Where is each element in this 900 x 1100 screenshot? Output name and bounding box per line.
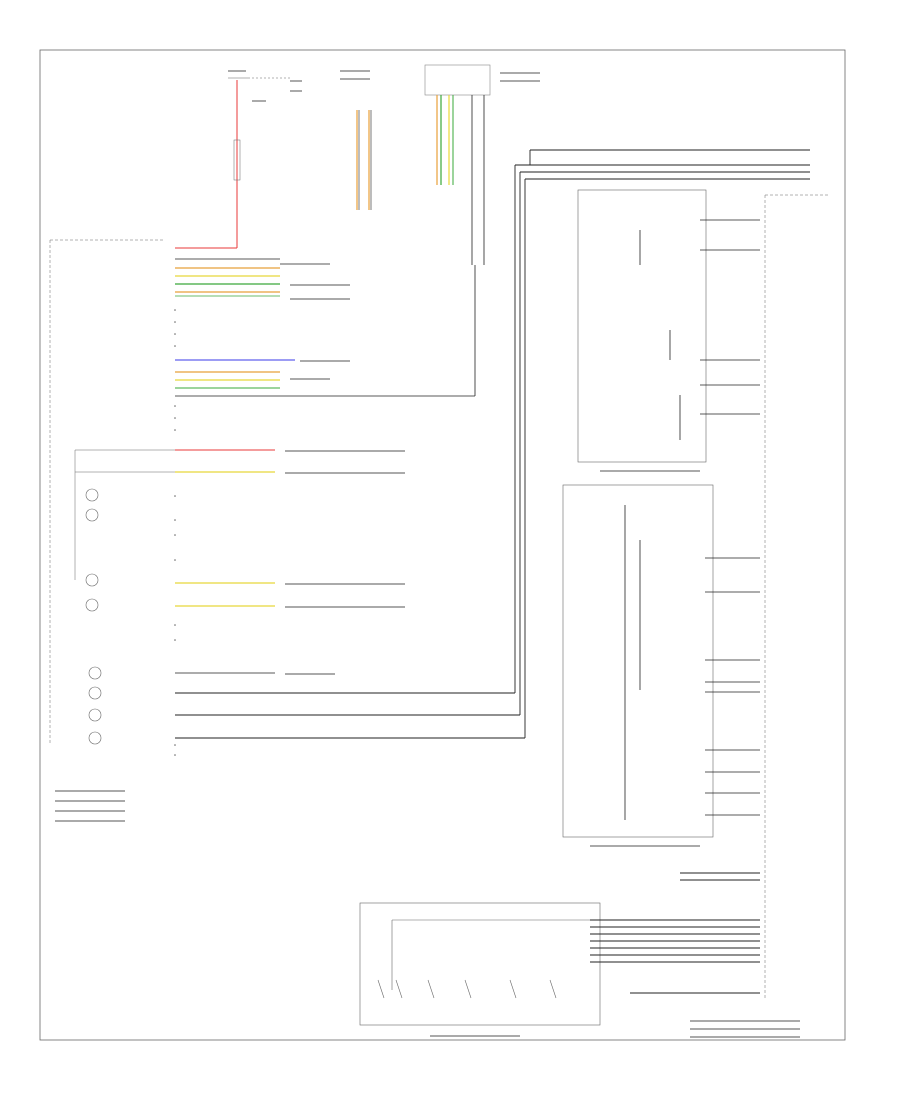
right-switch-box	[577, 189, 707, 463]
multifunction-switch-box	[359, 902, 601, 1026]
connector-right-top	[424, 64, 491, 265]
pin-column	[174, 309, 176, 756]
left-switch-box	[562, 484, 714, 838]
switch-contacts	[377, 919, 590, 999]
left-mid-wires	[175, 265, 476, 397]
label-marks	[55, 70, 800, 1038]
speaker-wires	[74, 449, 275, 674]
left-upper-wires	[175, 258, 330, 297]
connector-pair-center	[356, 110, 372, 210]
sensor-icons	[85, 488, 102, 745]
long-wires	[175, 149, 810, 739]
top-left-feed	[175, 77, 290, 249]
diagram-frame	[39, 49, 846, 1041]
bottom-switch-wires	[590, 872, 760, 994]
right-switch-wires	[639, 219, 760, 440]
left-switch-wires	[624, 505, 760, 820]
